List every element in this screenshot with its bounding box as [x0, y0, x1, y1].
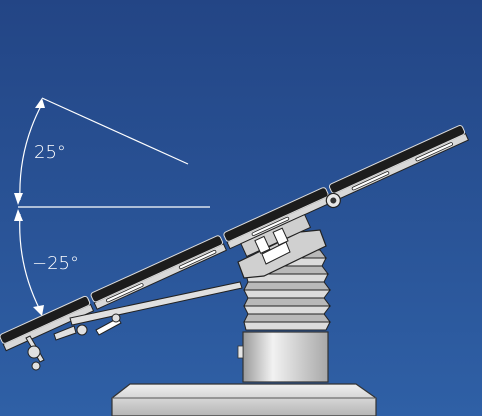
- up-limit-line: [41, 97, 189, 165]
- tilt-down-angle-label: −25°: [32, 253, 79, 274]
- hinge-joint: [325, 192, 341, 209]
- angle-reference-lines: [18, 97, 210, 311]
- head-linkage: [25, 281, 243, 371]
- arrowhead-up-bottom: [14, 193, 23, 205]
- arrowhead-up-top: [35, 98, 45, 108]
- down-angle-arc: [19, 213, 41, 311]
- arrowhead-down-top: [14, 209, 23, 221]
- angle-arrowheads: [14, 98, 45, 316]
- base-plate: [111, 383, 377, 416]
- head-pad: [0, 295, 91, 344]
- arrowhead-down-bottom: [33, 305, 44, 316]
- leg-pad: [328, 124, 466, 194]
- tabletop: [0, 124, 470, 352]
- table-base: [111, 383, 377, 416]
- column-housing: [242, 331, 329, 383]
- back-pad-lower: [90, 235, 223, 303]
- tilt-up-angle-label: 25°: [34, 142, 66, 163]
- seat-pad: [223, 187, 329, 242]
- up-angle-arc: [19, 103, 43, 201]
- table-column: [237, 229, 331, 383]
- tabletop-pads: [0, 124, 466, 344]
